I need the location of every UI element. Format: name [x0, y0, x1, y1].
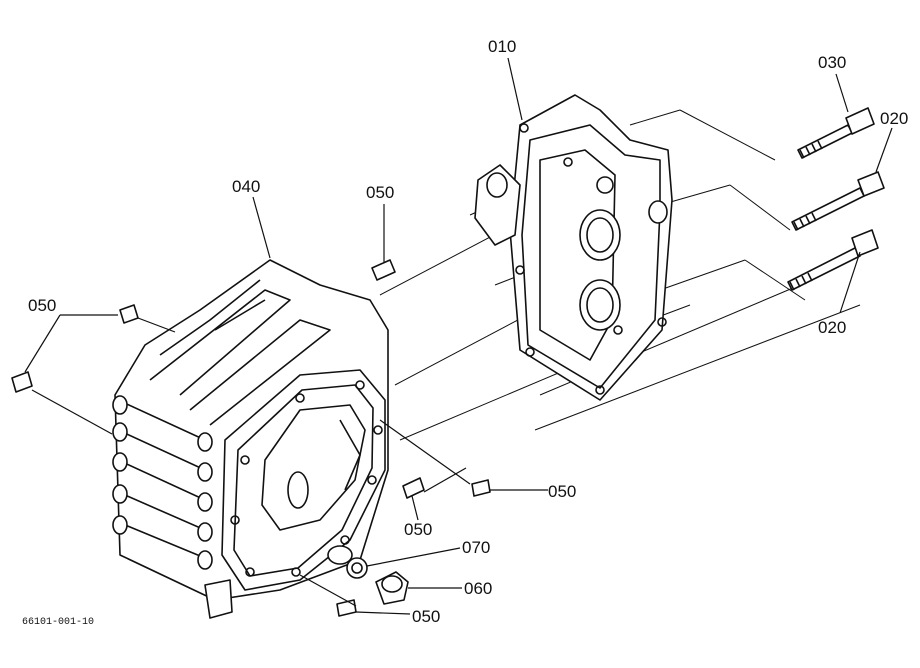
bolt-020-upper: [791, 171, 885, 231]
label-010: 010: [488, 37, 516, 56]
label-050-bottom: 050: [412, 607, 440, 626]
leader-lines: [24, 57, 893, 615]
bolt-020-lower: [787, 229, 879, 291]
label-020-lower: 020: [818, 318, 846, 337]
label-050-top: 050: [366, 183, 394, 202]
part-labels: 010 030 020 020 040 050 050 050 050 070 …: [22, 37, 908, 628]
label-040: 040: [232, 177, 260, 196]
label-050-left: 050: [28, 296, 56, 315]
label-050-right: 050: [548, 482, 576, 501]
label-020-upper: 020: [880, 109, 908, 128]
washer-070: [346, 557, 368, 579]
label-050-middle: 050: [404, 520, 432, 539]
bolt-030: [797, 107, 875, 159]
label-030: 030: [818, 53, 846, 72]
label-070: 070: [462, 538, 490, 557]
reference-code: 66101-001-10: [22, 617, 94, 628]
plug-060: [375, 571, 409, 605]
housing-040: [112, 259, 389, 619]
label-060: 060: [464, 579, 492, 598]
housing-010: [474, 94, 673, 401]
